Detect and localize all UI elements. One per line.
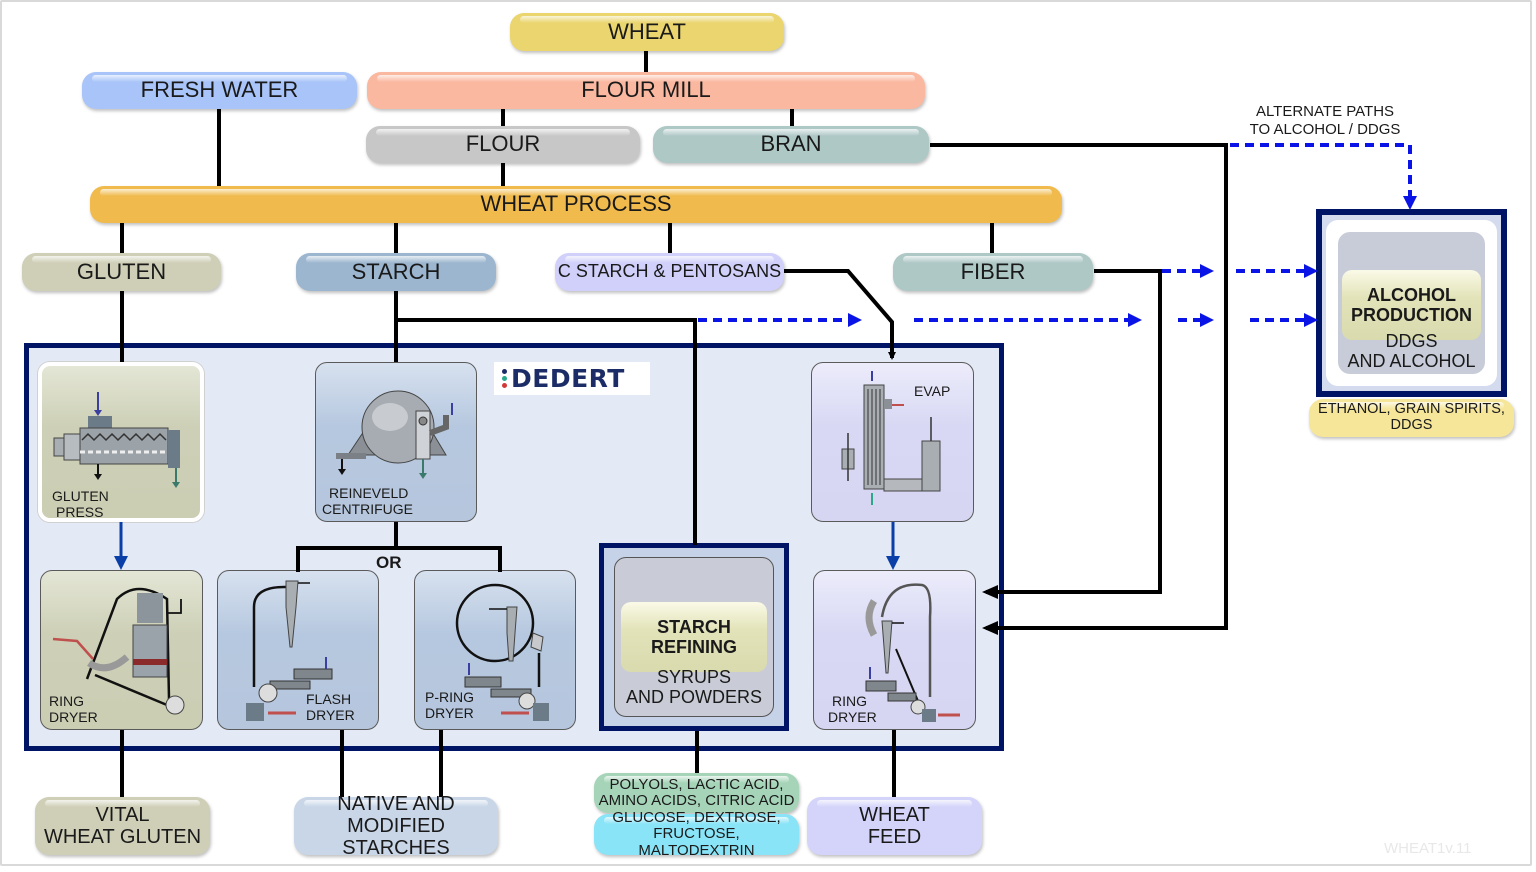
bran-node[interactable]: BRAN [653, 126, 929, 163]
evaporator-tile[interactable]: EVAP [811, 362, 974, 522]
dedert-logo: DEDERT [494, 362, 650, 395]
glucose-sugars-node[interactable]: GLUCOSE, DEXTROSE,FRUCTOSE, MALTODEXTRIN [594, 809, 799, 859]
gluten-press-label: GLUTEN PRESS [52, 488, 109, 521]
p-ring-dryer-tile[interactable]: P-RING DRYER [414, 570, 576, 730]
p-ring-dryer-label: P-RING DRYER [425, 689, 474, 722]
flour-mill-node[interactable]: FLOUR MILL [367, 72, 925, 109]
flash-dryer-tile[interactable]: FLASH DRYER [217, 570, 379, 730]
logo-mark-icon [499, 369, 509, 388]
gluten-node[interactable]: GLUTEN [22, 253, 221, 291]
alternate-paths-label: ALTERNATE PATHS TO ALCOHOL / DDGS [1249, 103, 1401, 138]
reineveld-centrifuge-label: REINEVELD CENTRIFUGE [322, 485, 413, 518]
ring-dryer-gluten-label: RING DRYER [49, 693, 98, 726]
wheat-process-node[interactable]: WHEAT PROCESS [90, 186, 1062, 223]
p-ring-dryer-icon [455, 583, 549, 721]
evap-label: EVAP [914, 383, 951, 399]
flash-dryer-icon [246, 580, 333, 721]
wheat-node[interactable]: WHEAT [510, 13, 784, 51]
flour-node[interactable]: FLOUR [366, 126, 640, 163]
fresh-water-node[interactable]: FRESH WATER [82, 72, 357, 109]
reineveld-centrifuge-tile[interactable]: REINEVELD CENTRIFUGE [315, 362, 477, 522]
alcohol-production-subtitle: DDGS AND ALCOHOL [1347, 330, 1476, 372]
ring-dryer-feed-label: RING DRYER [828, 693, 877, 726]
starch-node[interactable]: STARCH [296, 253, 496, 291]
ring-dryer-feed-tile[interactable]: RING DRYER [813, 570, 976, 730]
ethanol-products-node[interactable]: ETHANOL, GRAIN SPIRITS,DDGS [1309, 399, 1514, 437]
logo-text: DEDERT [511, 364, 625, 393]
polyols-acids-node[interactable]: POLYOLS, LACTIC ACID,AMINO ACIDS, CITRIC… [594, 773, 799, 813]
ring-dryer-gluten-tile[interactable]: RING DRYER [40, 570, 203, 730]
fiber-node[interactable]: FIBER [893, 253, 1093, 291]
gluten-press-tile[interactable]: GLUTEN PRESS [38, 362, 204, 522]
gluten-press-icon [53, 392, 180, 488]
starch-refining-subtitle: SYRUPS AND POWDERS [625, 666, 762, 708]
c-starch-pentosans-node[interactable]: C STARCH & PENTOSANS [555, 253, 784, 291]
centrifuge-icon [336, 390, 453, 479]
flash-dryer-label: FLASH DRYER [306, 691, 355, 724]
or-label: OR [376, 553, 402, 572]
ring-dryer-icon [52, 587, 185, 715]
version-watermark: WHEAT1v.11 [1384, 840, 1472, 857]
